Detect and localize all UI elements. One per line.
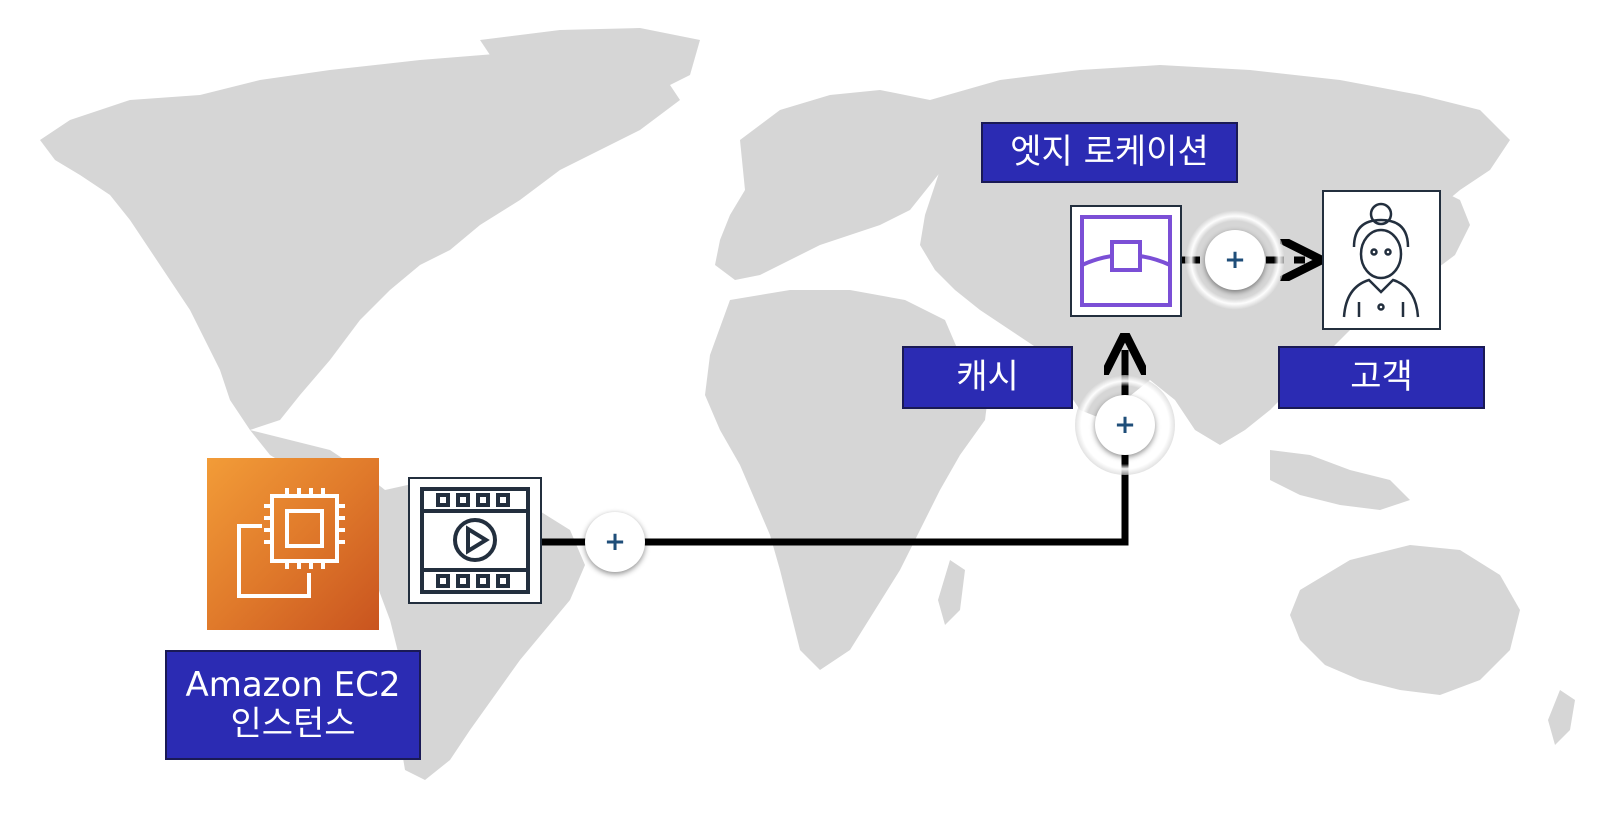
ec2-label-line2: 인스턴스	[230, 704, 356, 744]
madagascar-landmass	[938, 560, 965, 625]
plus-button-edge-customer[interactable]: +	[1205, 230, 1265, 290]
customer-person-icon	[1342, 202, 1420, 318]
plus-button-origin[interactable]: +	[585, 512, 645, 572]
australia-landmass	[1290, 545, 1520, 695]
customer-icon-box	[1322, 190, 1441, 330]
video-file-icon-box	[408, 477, 542, 604]
edge-location-label-text: 엣지 로케이션	[1010, 131, 1209, 172]
video-file-icon	[420, 487, 530, 594]
customer-label-text: 고객	[1350, 356, 1413, 397]
edge-location-label: 엣지 로케이션	[981, 122, 1238, 183]
plus-icon: +	[1224, 245, 1246, 275]
ec2-instance-label: Amazon EC2 인스턴스	[165, 650, 421, 760]
plus-button-cache[interactable]: +	[1095, 395, 1155, 455]
cache-label: 캐시	[902, 346, 1073, 409]
cache-label-text: 캐시	[956, 356, 1019, 397]
europe-landmass	[715, 90, 960, 280]
ec2-instance-icon	[237, 488, 345, 598]
plus-icon: +	[1114, 410, 1136, 440]
plus-icon: +	[604, 527, 626, 557]
ec2-label-line1: Amazon EC2	[185, 664, 401, 705]
customer-label: 고객	[1278, 346, 1485, 409]
edge-cache-icon-box	[1070, 205, 1182, 317]
greenland-landmass	[480, 28, 700, 110]
ec2-instance-icon-box	[207, 458, 379, 630]
edge-location-cache-icon	[1080, 215, 1172, 307]
southeast-asia-islands	[1270, 450, 1410, 510]
new-zealand-landmass	[1548, 690, 1575, 745]
north-america-landmass	[40, 52, 680, 430]
